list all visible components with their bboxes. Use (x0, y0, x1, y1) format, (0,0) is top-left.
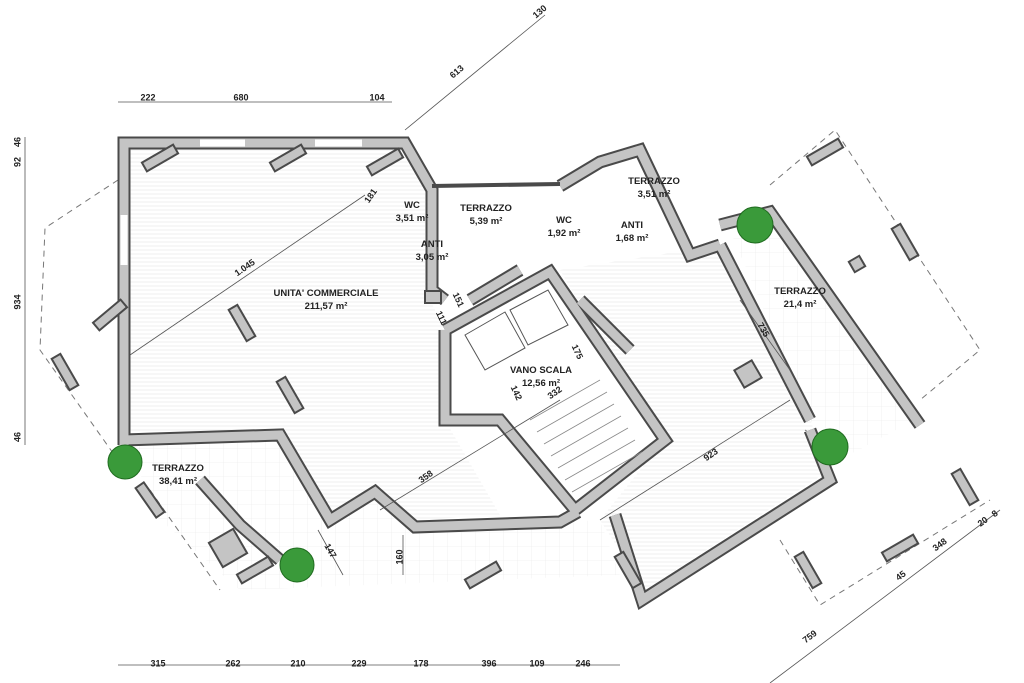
dim-left-1: 46 (12, 136, 23, 148)
room-name: UNITA' COMMERCIALE (273, 288, 379, 299)
room-area: 211,57 m² (304, 300, 348, 312)
staircase (529, 379, 643, 493)
room-name: TERRAZZO (628, 176, 680, 187)
room-area: 21,4 m² (783, 298, 817, 310)
room-area: 38,41 m² (158, 475, 198, 487)
room-area: 5,39 m² (469, 215, 503, 227)
elevators (464, 289, 569, 371)
room-area: 3,51 m² (637, 188, 671, 200)
room-area: 3,05 m² (415, 251, 449, 263)
plant-icon (107, 444, 143, 480)
room-name: TERRAZZO (152, 463, 204, 474)
dim-bottom-1: 315 (150, 658, 166, 669)
dim-bottom-4: 229 (351, 658, 367, 669)
walls (117, 136, 926, 611)
dim-left-4: 46 (12, 431, 23, 443)
plants (107, 206, 849, 583)
room-area: 1,68 m² (615, 232, 649, 244)
dim-top-3: 104 (369, 92, 385, 103)
room-name: VANO SCALA (509, 365, 573, 376)
planters (50, 137, 980, 590)
dim-top-2: 680 (233, 92, 249, 103)
dim-top-1: 222 (140, 92, 156, 103)
dim-bottom-5: 178 (413, 658, 429, 669)
terrace-railing (431, 182, 561, 188)
terrace-bottom-floor (130, 440, 620, 590)
commercial-floor (130, 149, 500, 520)
plant-icon (736, 206, 774, 244)
plant-icon (811, 428, 849, 466)
dim-160: 160 (394, 549, 405, 565)
room-area: 12,56 m² (521, 377, 561, 389)
dim-bottom-2: 262 (225, 658, 241, 669)
dim-bottom-8: 246 (575, 658, 591, 669)
room-name: ANTI (420, 239, 444, 250)
plant-icon (279, 547, 315, 583)
dimension-lines (24, 14, 1001, 683)
room-name: WC (404, 200, 420, 211)
dim-left-3: 934 (12, 294, 23, 310)
room-name: WC (556, 215, 572, 226)
room-name: ANTI (620, 220, 644, 231)
dim-bottom-6: 396 (481, 658, 497, 669)
room-name: TERRAZZO (774, 286, 826, 297)
room-area: 3,51 m² (395, 212, 429, 224)
terrace-floor (730, 215, 915, 465)
dim-left-2: 92 (12, 156, 23, 168)
room-name: TERRAZZO (460, 203, 512, 214)
dim-bottom-7: 109 (529, 658, 545, 669)
dim-bottom-3: 210 (290, 658, 306, 669)
room-area: 1,92 m² (547, 227, 581, 239)
